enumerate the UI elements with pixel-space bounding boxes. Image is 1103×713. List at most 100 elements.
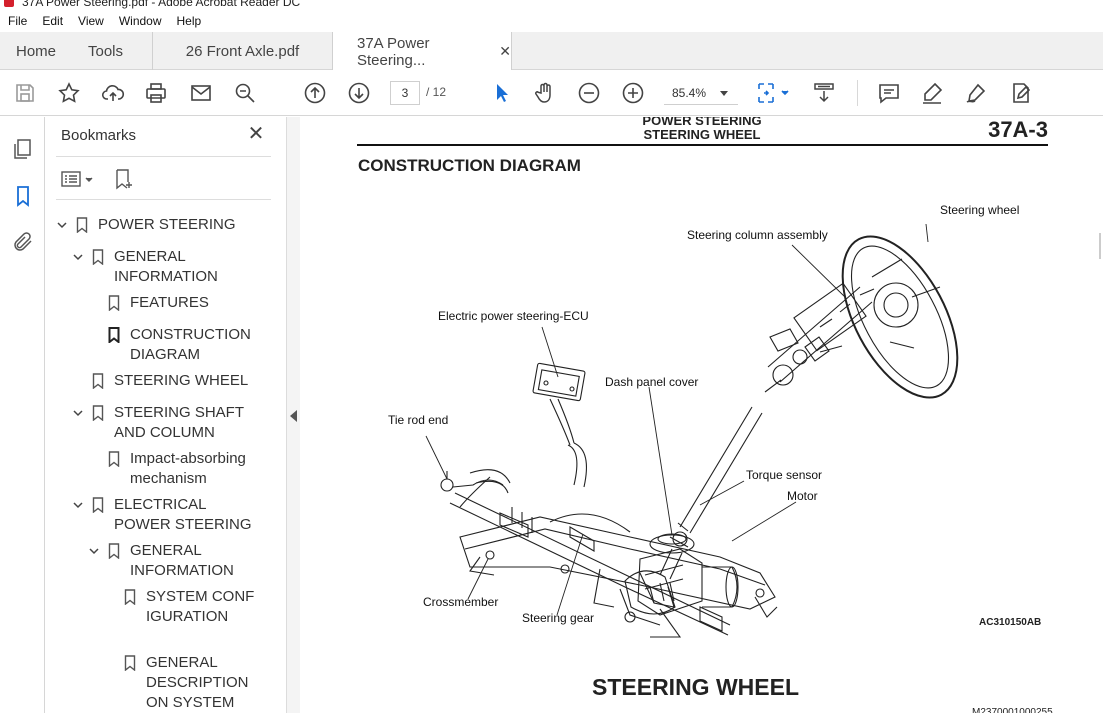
select-cursor-icon[interactable] bbox=[490, 81, 514, 105]
tab-tools[interactable]: Tools bbox=[88, 42, 124, 60]
bookmarks-title: Bookmarks bbox=[61, 127, 137, 144]
bookmark-label: FEATURES bbox=[130, 294, 209, 311]
bookmark-general-description[interactable]: GENERAL DESCRIPTION ON SYSTEM bbox=[124, 653, 258, 713]
tab-home[interactable]: Home bbox=[16, 42, 57, 60]
bookmark-steering-wheel[interactable]: STEERING WHEEL bbox=[92, 371, 254, 391]
bookmark-electrical-power-steering[interactable]: ELECTRICAL POWER STEERING bbox=[72, 495, 254, 535]
close-panel-icon[interactable]: ✕ bbox=[247, 123, 265, 145]
diagram-heading: CONSTRUCTION DIAGRAM bbox=[358, 156, 581, 175]
chevron-down-icon[interactable] bbox=[72, 251, 84, 263]
comment-icon[interactable] bbox=[877, 81, 901, 105]
chevron-down-icon[interactable] bbox=[72, 407, 84, 419]
header-rule bbox=[357, 144, 1048, 146]
chevron-down-icon[interactable] bbox=[88, 545, 100, 557]
bookmark-general-information[interactable]: GENERAL INFORMATION bbox=[72, 247, 244, 287]
callout-steering-wheel: Steering wheel bbox=[940, 203, 1020, 217]
section-title: STEERING WHEEL bbox=[592, 674, 800, 700]
ecu-drawing bbox=[532, 362, 587, 488]
bookmark-system-configuration[interactable]: SYSTEM CONFIGURATION bbox=[124, 587, 258, 627]
crossmember-drawing bbox=[459, 513, 778, 638]
next-page-icon[interactable] bbox=[347, 81, 371, 105]
print-icon[interactable] bbox=[144, 81, 168, 105]
scroll-mode-icon[interactable] bbox=[812, 81, 836, 105]
bookmark-icon bbox=[124, 589, 136, 605]
menu-file[interactable]: File bbox=[8, 14, 28, 28]
bookmark-label: ELECTRICAL POWER STEERING bbox=[114, 496, 252, 533]
callout-ecu: Electric power steering-ECU bbox=[438, 309, 589, 323]
edit-pdf-icon[interactable] bbox=[1009, 81, 1033, 105]
bookmark-icon bbox=[92, 497, 104, 513]
column-assembly-drawing bbox=[764, 282, 875, 393]
chevron-down-icon[interactable] bbox=[72, 499, 84, 511]
bookmark-steering-shaft-column[interactable]: STEERING SHAFT AND COLUMN bbox=[72, 403, 244, 443]
bookmark-icon bbox=[76, 217, 88, 233]
toolbar-separator bbox=[857, 80, 858, 106]
callout-column-assembly: Steering column assembly bbox=[687, 228, 828, 242]
document-view: POWER STEERING STEERING WHEEL 37A-3 CONS… bbox=[300, 117, 1103, 713]
main-toolbar: 3 / 12 85.4% bbox=[0, 70, 1103, 116]
bookmark-label: GENERAL INFORMATION bbox=[130, 542, 234, 579]
bookmark-label: CONSTRUCTION DIAGRAM bbox=[130, 326, 251, 363]
bookmark-label: GENERAL DESCRIPTION ON SYSTEM bbox=[146, 654, 249, 711]
collapse-panel-handle[interactable] bbox=[286, 117, 300, 713]
section-subheader: STEERING WHEEL bbox=[643, 127, 761, 142]
bookmarks-panel-icon[interactable] bbox=[11, 184, 35, 208]
bookmark-construction-diagram[interactable]: CONSTRUCTION DIAGRAM bbox=[108, 325, 251, 365]
bookmark-label: GENERAL INFORMATION bbox=[114, 248, 218, 285]
panel-divider bbox=[56, 156, 271, 157]
tab-close-icon[interactable]: ✕ bbox=[499, 43, 511, 59]
acrobat-app-icon bbox=[4, 0, 14, 7]
zoom-level-select[interactable]: 85.4% bbox=[664, 81, 738, 105]
save-icon[interactable] bbox=[13, 81, 37, 105]
email-icon[interactable] bbox=[189, 81, 213, 105]
menu-view[interactable]: View bbox=[78, 14, 104, 28]
menu-edit[interactable]: Edit bbox=[42, 14, 64, 28]
bookmark-icon bbox=[108, 543, 120, 559]
tab-power-steering[interactable]: 37A Power Steering... ✕ bbox=[332, 32, 512, 71]
menu-window[interactable]: Window bbox=[118, 14, 162, 28]
bookmark-icon-active bbox=[108, 327, 120, 343]
window-title: 37A Power Steering.pdf - Adobe Acrobat R… bbox=[22, 0, 301, 9]
bookmark-icon bbox=[92, 405, 104, 421]
highlight-pen-icon[interactable] bbox=[920, 81, 944, 105]
attachments-icon[interactable] bbox=[11, 230, 35, 254]
bookmark-features[interactable]: FEATURES bbox=[108, 293, 250, 313]
page-total: / 12 bbox=[426, 85, 447, 99]
star-icon[interactable] bbox=[57, 81, 81, 105]
bookmark-add-icon[interactable] bbox=[112, 167, 136, 191]
cloud-upload-icon[interactable] bbox=[101, 81, 125, 105]
bookmark-tree: POWER STEERING GENERAL INFORMATION FEATU… bbox=[46, 205, 262, 713]
callout-dash-panel-cover: Dash panel cover bbox=[605, 375, 699, 389]
callout-torque-sensor: Torque sensor bbox=[746, 468, 823, 482]
bookmark-icon bbox=[108, 295, 120, 311]
bookmark-label: SYSTEM CONFIGURATION bbox=[146, 588, 255, 625]
chevron-down-icon[interactable] bbox=[56, 219, 68, 231]
bookmark-options-icon[interactable] bbox=[60, 167, 96, 191]
hand-tool-icon[interactable] bbox=[533, 81, 557, 105]
zoom-out-icon[interactable] bbox=[577, 81, 601, 105]
collapse-arrow-icon bbox=[290, 410, 297, 422]
bookmark-label: Impact-absorbing mechanism bbox=[130, 450, 246, 487]
page-fit-icon[interactable] bbox=[756, 81, 792, 105]
bookmark-impact-absorbing[interactable]: Impact-absorbing mechanism bbox=[108, 449, 256, 489]
zoom-dropdown-icon bbox=[720, 91, 728, 96]
sign-icon[interactable] bbox=[964, 81, 988, 105]
leader-lines bbox=[425, 223, 929, 616]
bookmark-label: STEERING SHAFT AND COLUMN bbox=[114, 404, 244, 441]
bookmark-icon bbox=[92, 373, 104, 389]
page-thumbnails-icon[interactable] bbox=[11, 137, 35, 161]
tab-front-axle[interactable]: 26 Front Axle.pdf bbox=[152, 32, 332, 70]
document-scrollbar[interactable] bbox=[1092, 117, 1103, 713]
search-icon[interactable] bbox=[233, 81, 257, 105]
bookmark-icon bbox=[124, 655, 136, 671]
navigation-strip bbox=[0, 117, 45, 713]
zoom-in-icon[interactable] bbox=[621, 81, 645, 105]
menu-help[interactable]: Help bbox=[176, 14, 202, 28]
bookmark-eps-general-information[interactable]: GENERAL INFORMATION bbox=[88, 541, 246, 581]
section-header: POWER STEERING bbox=[642, 117, 762, 128]
page-number-input[interactable]: 3 bbox=[390, 81, 420, 105]
bookmark-power-steering[interactable]: POWER STEERING bbox=[56, 215, 248, 235]
previous-page-icon[interactable] bbox=[303, 81, 327, 105]
bookmarks-panel: Bookmarks ✕ POWER STEERING GENERAL INFOR… bbox=[46, 117, 322, 713]
callout-steering-gear: Steering gear bbox=[522, 611, 595, 625]
